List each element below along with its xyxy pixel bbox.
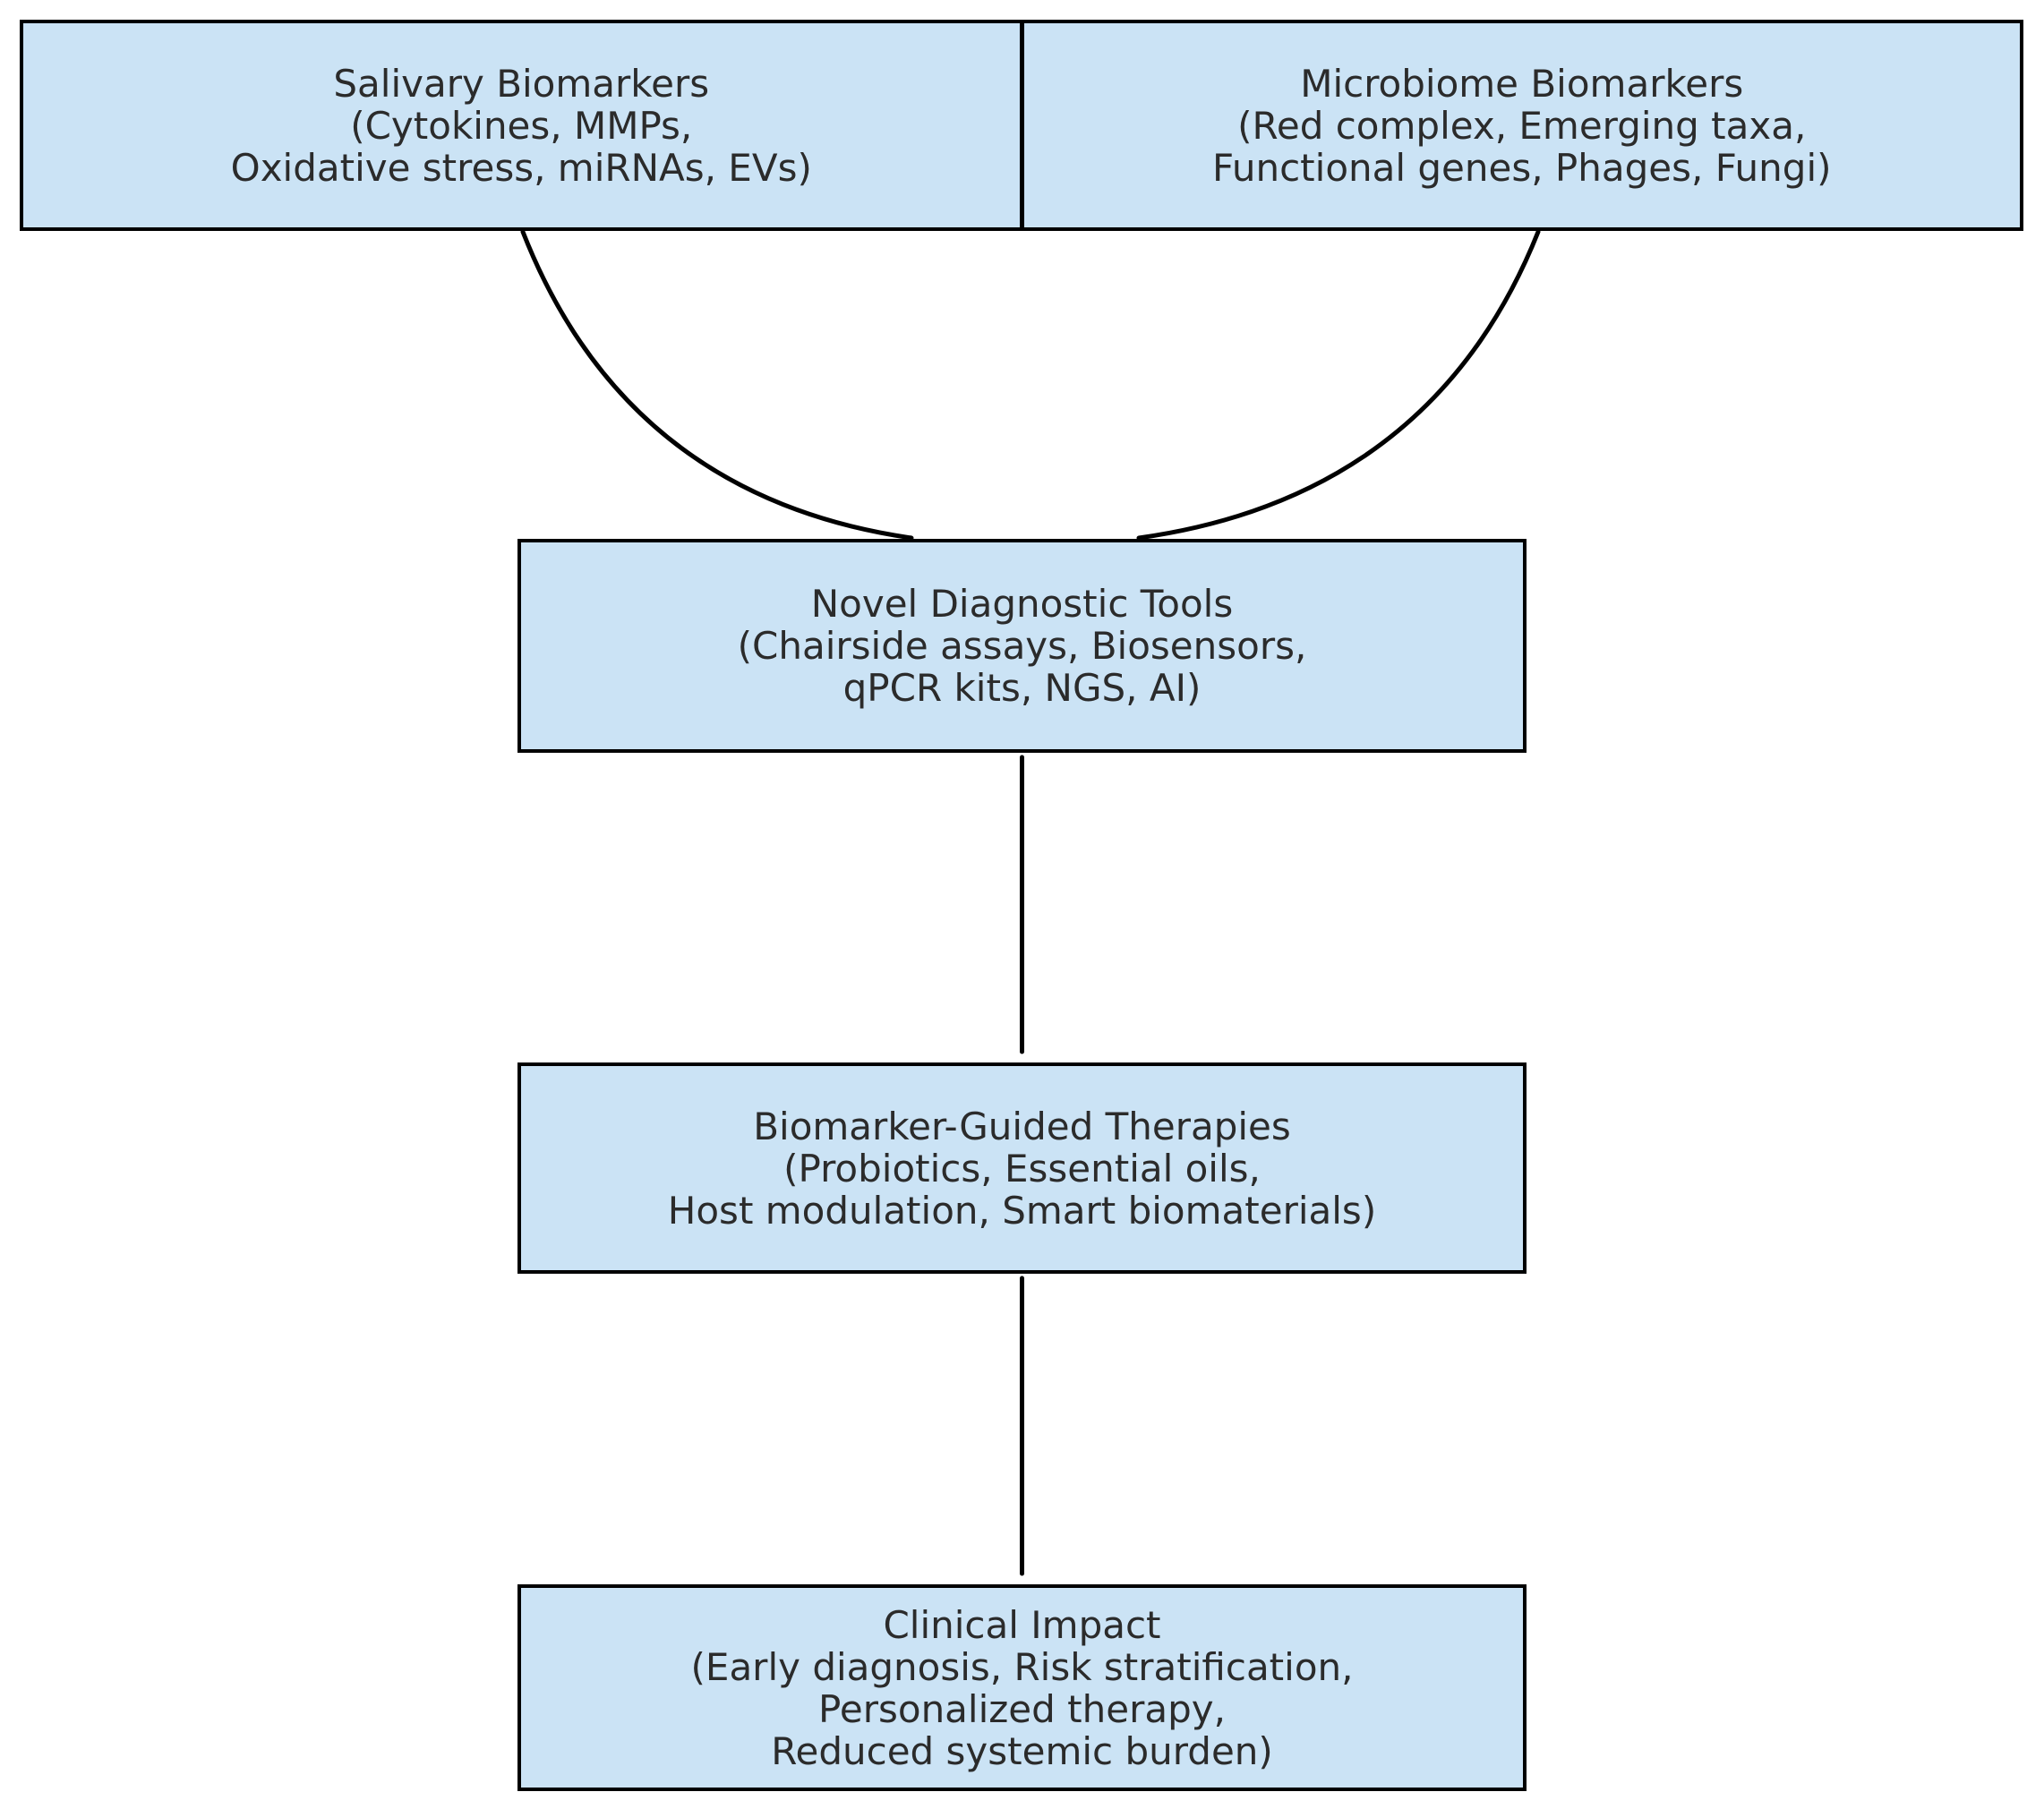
node-clinical-impact: Clinical Impact (Early diagnosis, Risk s…: [517, 1584, 1527, 1791]
top-biomarker-row: Salivary Biomarkers (Cytokines, MMPs, Ox…: [20, 20, 2023, 231]
node-detail: Functional genes, Phages, Fungi): [1211, 145, 1832, 190]
node-title: Microbiome Biomarkers: [1300, 61, 1744, 106]
node-detail: Reduced systemic burden): [771, 1728, 1273, 1773]
node-novel-diagnostic-tools: Novel Diagnostic Tools (Chairside assays…: [517, 539, 1527, 753]
node-title: Salivary Biomarkers: [333, 61, 710, 106]
node-detail: (Red complex, Emerging taxa,: [1237, 103, 1807, 148]
node-salivary-biomarkers: Salivary Biomarkers (Cytokines, MMPs, Ox…: [23, 23, 1020, 227]
node-detail: (Cytokines, MMPs,: [350, 103, 693, 148]
connector-curve-microbiome-to-diagnostic: [1136, 229, 1541, 541]
node-microbiome-biomarkers: Microbiome Biomarkers (Red complex, Emer…: [1023, 23, 2020, 227]
node-detail: Host modulation, Smart biomaterials): [667, 1188, 1377, 1233]
node-detail: (Chairside assays, Biosensors,: [737, 624, 1307, 668]
node-biomarker-guided-therapies: Biomarker-Guided Therapies (Probiotics, …: [517, 1062, 1527, 1274]
top-row-divider: [1019, 23, 1024, 227]
node-detail: qPCR kits, NGS, AI): [842, 666, 1202, 710]
node-title: Novel Diagnostic Tools: [810, 582, 1234, 626]
connector-curve-salivary-to-diagnostic: [520, 229, 914, 541]
node-detail: (Early diagnosis, Risk stratification,: [690, 1644, 1354, 1689]
node-title: Clinical Impact: [883, 1602, 1161, 1647]
node-detail: Personalized therapy,: [818, 1686, 1226, 1731]
node-detail: Oxidative stress, miRNAs, EVs): [230, 145, 812, 190]
node-title: Biomarker-Guided Therapies: [753, 1104, 1291, 1148]
node-detail: (Probiotics, Essential oils,: [783, 1146, 1261, 1190]
